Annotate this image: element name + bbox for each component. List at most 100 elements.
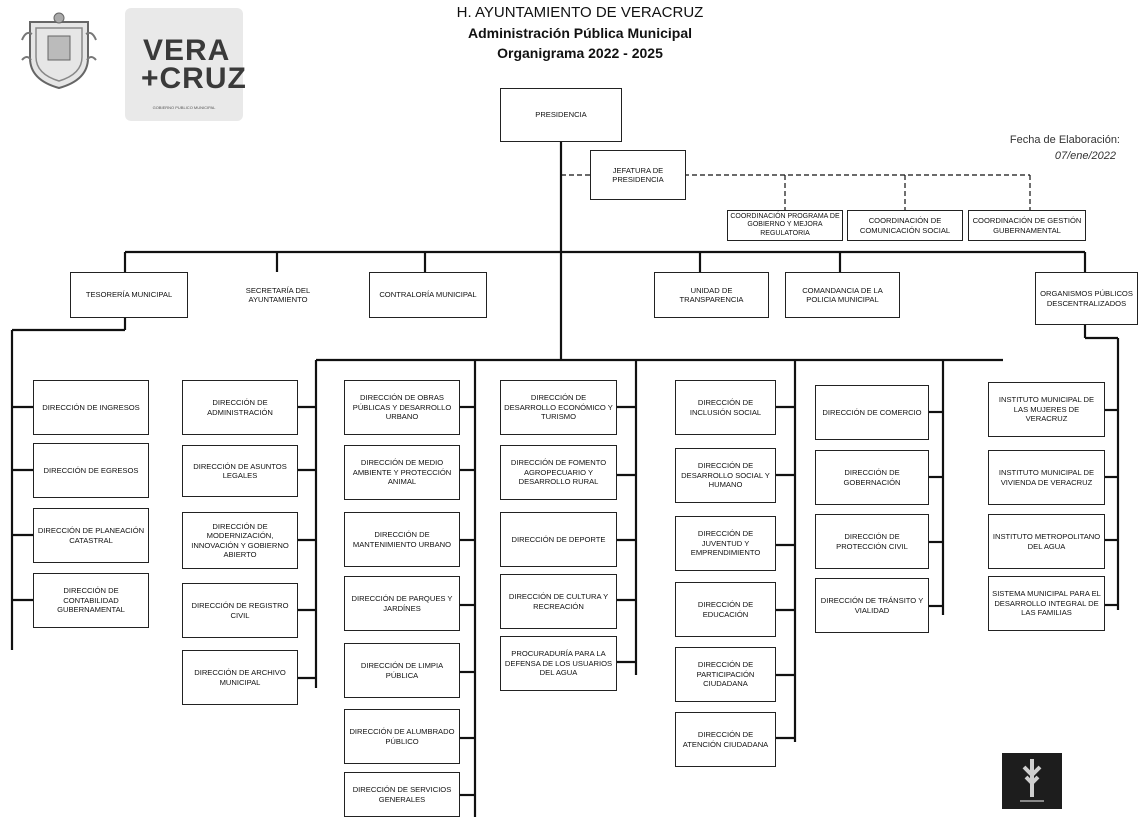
dir-atencion-ciudadana-label: DIRECCIÓN DE ATENCIÓN CIUDADANA (682, 730, 769, 749)
dir-modernizacion-box[interactable]: DIRECCIÓN DE MODERNIZACIÓN, INNOVACIÓN Y… (182, 512, 298, 569)
contraloria-label: CONTRALORÍA MUNICIPAL (379, 290, 477, 300)
instituto-agua-box[interactable]: INSTITUTO METROPOLITANO DEL AGUA (988, 514, 1105, 569)
dir-desarrollo-economico-box[interactable]: DIRECCIÓN DE DESARROLLO ECONÓMICO Y TURI… (500, 380, 617, 435)
dir-mantenimiento-urbano-label: DIRECCIÓN DE MANTENIMIENTO URBANO (352, 530, 452, 549)
dir-juventud-box[interactable]: DIRECCIÓN DE JUVENTUD Y EMPRENDIMIENTO (675, 516, 776, 571)
coat-of-arms-logo (18, 10, 100, 92)
coord-gestion-label: COORDINACIÓN DE GESTIÓN GUBERNAMENTAL (972, 216, 1082, 235)
dir-deporte-label: DIRECCIÓN DE DEPORTE (511, 534, 606, 544)
coord-programa-box[interactable]: COORDINACIÓN PROGRAMA DE GOBIERNO Y MEJO… (727, 210, 843, 241)
header-subtitle: Administración Pública Municipal (467, 25, 693, 41)
dir-mantenimiento-urbano-box[interactable]: DIRECCIÓN DE MANTENIMIENTO URBANO (344, 512, 460, 567)
coord-comunicacion-box[interactable]: COORDINACIÓN DE COMUNICACIÓN SOCIAL (847, 210, 963, 241)
presidencia-label: PRESIDENCIA (535, 110, 587, 120)
comandancia-label: COMANDANCIA DE LA POLICIA MUNICIPAL (802, 285, 883, 304)
secretaria-label: SECRETARÍA DEL AYUNTAMIENTO (245, 285, 311, 304)
dir-deporte-box[interactable]: DIRECCIÓN DE DEPORTE (500, 512, 617, 567)
dir-transito-vialidad-box[interactable]: DIRECCIÓN DE TRÁNSITO Y VIALIDAD (815, 578, 929, 633)
organismos-label: ORGANISMOS PÚBLICOS DESCENTRALIZADOS (1040, 289, 1133, 308)
dir-gobernacion-label: DIRECCIÓN DE GOBERNACIÓN (843, 468, 901, 487)
dir-archivo-municipal-box[interactable]: DIRECCIÓN DE ARCHIVO MUNICIPAL (182, 650, 298, 705)
dir-ingresos-box[interactable]: DIRECCIÓN DE INGRESOS (33, 380, 149, 435)
dir-desarrollo-social-box[interactable]: DIRECCIÓN DE DESARROLLO SOCIAL Y HUMANO (675, 448, 776, 503)
dir-limpia-publica-label: DIRECCIÓN DE LIMPIA PÚBLICA (360, 661, 444, 680)
dir-contabilidad-label: DIRECCIÓN DE CONTABILIDAD GUBERNAMENTAL (57, 586, 125, 615)
dir-archivo-municipal-label: DIRECCIÓN DE ARCHIVO MUNICIPAL (194, 668, 286, 687)
dir-inclusion-social-label: DIRECCIÓN DE INCLUSIÓN SOCIAL (689, 398, 762, 417)
dir-medio-ambiente-box[interactable]: DIRECCIÓN DE MEDIO AMBIENTE Y PROTECCIÓN… (344, 445, 460, 500)
dir-contabilidad-box[interactable]: DIRECCIÓN DE CONTABILIDAD GUBERNAMENTAL (33, 573, 149, 628)
secretaria-box[interactable]: SECRETARÍA DEL AYUNTAMIENTO (222, 272, 334, 318)
dir-egresos-box[interactable]: DIRECCIÓN DE EGRESOS (33, 443, 149, 498)
dir-modernizacion-label: DIRECCIÓN DE MODERNIZACIÓN, INNOVACIÓN Y… (191, 521, 289, 559)
header-period: Organigrama 2022 - 2025 (497, 45, 663, 61)
dir-parques-jardines-label: DIRECCIÓN DE PARQUES Y JARDÍNES (351, 594, 453, 613)
sistema-dif-label: SISTEMA MUNICIPAL PARA EL DESARROLLO INT… (992, 589, 1101, 618)
coord-comunicacion-label: COORDINACIÓN DE COMUNICACIÓN SOCIAL (859, 216, 951, 235)
dir-educacion-box[interactable]: DIRECCIÓN DE EDUCACIÓN (675, 582, 776, 637)
comandancia-box[interactable]: COMANDANCIA DE LA POLICIA MUNICIPAL (785, 272, 900, 318)
dir-servicios-generales-label: DIRECCIÓN DE SERVICIOS GENERALES (352, 785, 452, 804)
tesoreria-label: TESORERÍA MUNICIPAL (85, 290, 173, 300)
sistema-dif-box[interactable]: SISTEMA MUNICIPAL PARA EL DESARROLLO INT… (988, 576, 1105, 631)
brand-logo-bottom: +CRUZ (141, 62, 247, 95)
dir-registro-civil-box[interactable]: DIRECCIÓN DE REGISTRO CIVIL (182, 583, 298, 638)
contraloria-box[interactable]: CONTRALORÍA MUNICIPAL (369, 272, 487, 318)
dir-desarrollo-economico-label: DIRECCIÓN DE DESARROLLO ECONÓMICO Y TURI… (504, 393, 613, 422)
dir-asuntos-legales-label: DIRECCIÓN DE ASUNTOS LEGALES (193, 461, 287, 480)
instituto-vivienda-label: INSTITUTO MUNICIPAL DE VIVIENDA DE VERAC… (998, 468, 1095, 487)
dir-comercio-box[interactable]: DIRECCIÓN DE COMERCIO (815, 385, 929, 440)
instituto-mujeres-box[interactable]: INSTITUTO MUNICIPAL DE LAS MUJERES DE VE… (988, 382, 1105, 437)
dir-planeacion-catastral-label: DIRECCIÓN DE PLANEACIÓN CATASTRAL (37, 526, 145, 545)
jefatura-label: JEFATURA DE PRESIDENCIA (612, 165, 664, 184)
instituto-vivienda-box[interactable]: INSTITUTO MUNICIPAL DE VIVIENDA DE VERAC… (988, 450, 1105, 505)
transparencia-box[interactable]: UNIDAD DE TRANSPARENCIA (654, 272, 769, 318)
dir-servicios-generales-box[interactable]: DIRECCIÓN DE SERVICIOS GENERALES (344, 772, 460, 817)
dir-cultura-recreacion-box[interactable]: DIRECCIÓN DE CULTURA Y RECREACIÓN (500, 574, 617, 629)
dir-juventud-label: DIRECCIÓN DE JUVENTUD Y EMPRENDIMIENTO (690, 529, 761, 558)
dir-egresos-label: DIRECCIÓN DE EGRESOS (43, 465, 139, 475)
procuraduria-agua-box[interactable]: PROCURADURÍA PARA LA DEFENSA DE LOS USUA… (500, 636, 617, 691)
dir-cultura-recreacion-label: DIRECCIÓN DE CULTURA Y RECREACIÓN (508, 592, 609, 611)
transparencia-label: UNIDAD DE TRANSPARENCIA (679, 285, 744, 304)
dir-limpia-publica-box[interactable]: DIRECCIÓN DE LIMPIA PÚBLICA (344, 643, 460, 698)
dir-administracion-label: DIRECCIÓN DE ADMINISTRACIÓN (207, 398, 273, 417)
date-value: 07/ene/2022 (1054, 150, 1116, 162)
dir-gobernacion-box[interactable]: DIRECCIÓN DE GOBERNACIÓN (815, 450, 929, 505)
organismos-box[interactable]: ORGANISMOS PÚBLICOS DESCENTRALIZADOS (1035, 272, 1138, 325)
dir-parques-jardines-box[interactable]: DIRECCIÓN DE PARQUES Y JARDÍNES (344, 576, 460, 631)
dir-medio-ambiente-label: DIRECCIÓN DE MEDIO AMBIENTE Y PROTECCIÓN… (352, 458, 452, 487)
coord-programa-label: COORDINACIÓN PROGRAMA DE GOBIERNO Y MEJO… (730, 213, 840, 237)
dir-registro-civil-label: DIRECCIÓN DE REGISTRO CIVIL (191, 601, 289, 620)
dir-educacion-label: DIRECCIÓN DE EDUCACIÓN (697, 600, 754, 619)
dir-participacion-ciudadana-label: DIRECCIÓN DE PARTICIPACIÓN CIUDADANA (696, 660, 755, 689)
dir-desarrollo-social-label: DIRECCIÓN DE DESARROLLO SOCIAL Y HUMANO (681, 461, 770, 490)
dir-obras-publicas-box[interactable]: DIRECCIÓN DE OBRAS PÚBLICAS Y DESARROLLO… (344, 380, 460, 435)
dir-ingresos-label: DIRECCIÓN DE INGRESOS (42, 402, 140, 412)
dir-fomento-agropecuario-box[interactable]: DIRECCIÓN DE FOMENTO AGROPECUARIO Y DESA… (500, 445, 617, 500)
dir-participacion-ciudadana-box[interactable]: DIRECCIÓN DE PARTICIPACIÓN CIUDADANA (675, 647, 776, 702)
brand-logo-tagline: GOBIERNO PUBLICO MUNICIPAL (152, 105, 216, 110)
dir-proteccion-civil-box[interactable]: DIRECCIÓN DE PROTECCIÓN CIVIL (815, 514, 929, 569)
dir-asuntos-legales-box[interactable]: DIRECCIÓN DE ASUNTOS LEGALES (182, 445, 298, 497)
tesoreria-box[interactable]: TESORERÍA MUNICIPAL (70, 272, 188, 318)
dir-alumbrado-publico-box[interactable]: DIRECCIÓN DE ALUMBRADO PÚBLICO (344, 709, 460, 764)
instituto-agua-label: INSTITUTO METROPOLITANO DEL AGUA (992, 532, 1101, 551)
brand-logo-top: VERA (143, 34, 231, 67)
jefatura-box[interactable]: JEFATURA DE PRESIDENCIA (590, 150, 686, 200)
veracruz-brand-logo: VERA +CRUZ GOBIERNO PUBLICO MUNICIPAL (125, 8, 246, 121)
procuraduria-agua-label: PROCURADURÍA PARA LA DEFENSA DE LOS USUA… (504, 649, 613, 678)
coord-gestion-box[interactable]: COORDINACIÓN DE GESTIÓN GUBERNAMENTAL (968, 210, 1086, 241)
dir-planeacion-catastral-box[interactable]: DIRECCIÓN DE PLANEACIÓN CATASTRAL (33, 508, 149, 563)
date-label: Fecha de Elaboración: (1009, 134, 1120, 146)
dir-inclusion-social-box[interactable]: DIRECCIÓN DE INCLUSIÓN SOCIAL (675, 380, 776, 435)
dir-atencion-ciudadana-box[interactable]: DIRECCIÓN DE ATENCIÓN CIUDADANA (675, 712, 776, 767)
dir-comercio-label: DIRECCIÓN DE COMERCIO (822, 407, 922, 417)
dir-administracion-box[interactable]: DIRECCIÓN DE ADMINISTRACIÓN (182, 380, 298, 435)
instituto-mujeres-label: INSTITUTO MUNICIPAL DE LAS MUJERES DE VE… (998, 395, 1095, 424)
presidencia-box[interactable]: PRESIDENCIA (500, 88, 622, 142)
dir-obras-publicas-label: DIRECCIÓN DE OBRAS PÚBLICAS Y DESARROLLO… (352, 393, 452, 422)
header-title: H. AYUNTAMIENTO DE VERACRUZ (456, 4, 704, 21)
dir-transito-vialidad-label: DIRECCIÓN DE TRÁNSITO Y VIALIDAD (820, 596, 924, 615)
